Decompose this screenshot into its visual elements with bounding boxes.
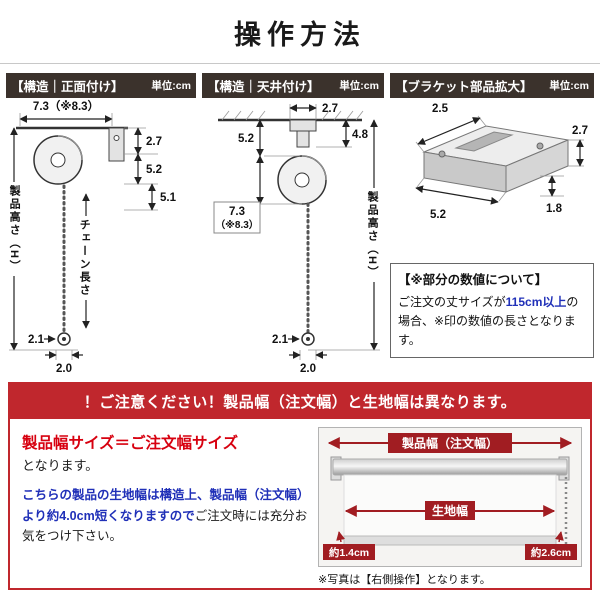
roller-end-view [277,155,327,205]
panel-ceiling-mount: 【構造｜天井付け】 単位:cm [202,73,384,381]
product-width-text: 製品幅（注文幅） [401,436,498,451]
panel-title-front-mount: 【構造｜正面付け】 [11,80,124,94]
diagram-panels: 【構造｜正面付け】 単位:cm 7.3（※8.3） [0,64,600,381]
caution-body: 製品幅サイズ＝ご注文幅サイズ となります。 こちらの製品の生地幅は構造上、製品幅… [10,419,590,587]
chain-weight [57,332,71,346]
note-box: 【※部分の数値について】 ご注文の丈サイズが115cm以上の場合、※印の数値の長… [390,263,594,359]
roller-end-view [33,135,83,185]
dim-label-2-7: 2.7 [322,103,338,115]
product-height-label: 製品高さ（H） [365,188,380,282]
caution-header: ！ご注意ください！製品幅（注文幅）と生地幅は異なります。 [10,384,590,419]
fabric-width-text: 生地幅 [432,503,468,518]
caution-body-black: ご注文時には充分お気をつけ下さい。 [22,508,308,544]
dim-label-2-0: 2.0 [56,363,72,375]
note-text-2: の場合、※印の数値の長さとなります。 [398,295,579,347]
caution-lead: 製品幅サイズ＝ご注文幅サイズ となります。 [22,431,310,475]
dim-label-2-1: 2.1 [272,334,289,346]
left-gap-label: 約1.4cm [323,531,375,560]
dim-label-5-1: 5.1 [160,192,177,204]
ceiling-bracket [289,119,317,148]
right-gap-text: 約2.6cm [531,546,571,559]
panel-unit-ceiling-mount: 単位:cm [339,80,379,92]
caution-text: 製品幅サイズ＝ご注文幅サイズ となります。 こちらの製品の生地幅は構造上、製品幅… [22,427,310,587]
dim-label-2-1: 2.1 [28,334,45,346]
panel-unit-front-mount: 単位:cm [151,80,191,92]
panel-header-front-mount: 【構造｜正面付け】 単位:cm [6,73,196,98]
dim-label-2-5: 2.5 [432,103,449,115]
ceiling-surface [218,110,364,122]
dim-label-5-2: 5.2 [430,209,446,221]
product-height-label: 製品高さ（H） [7,182,22,276]
dim-label-4-8: 4.8 [352,129,369,141]
panel-header-bracket: 【ブラケット部品拡大】 単位:cm [390,73,594,98]
dim-label-2-7: 2.7 [572,125,588,137]
depth-dim-box: 7.3 （※8.3） [213,201,261,234]
ceiling-mount-diagram: 2.7 4.8 5.2 [202,98,384,381]
headrail-and-bracket [16,126,128,162]
chain-weight [301,332,315,346]
product-width-label: 製品幅（注文幅） [388,433,512,453]
note-text-1: ご注文の丈サイズが [398,295,506,310]
panel-unit-bracket: 単位:cm [549,80,589,92]
dim-label-5-2: 5.2 [146,164,162,176]
caution-lead-red: 製品幅サイズ＝ご注文幅サイズ [22,435,239,452]
panel-header-ceiling-mount: 【構造｜天井付け】 単位:cm [202,73,384,98]
fabric-width-label: 生地幅 [425,501,475,520]
caution-body-blue: こちらの製品の生地幅は構造上、製品幅（注文幅）より約4.0cm短くなりますので [22,488,310,523]
product-photo: 製品幅（注文幅） 生地幅 [318,427,582,567]
dim-label-depth: 7.3（※8.3） [33,99,99,113]
bracket-part [422,125,570,193]
page-title: 操作方法 [234,20,366,50]
dim-label-2-0: 2.0 [300,363,316,375]
dim-label-2-7: 2.7 [146,136,162,148]
photo-wrap: 製品幅（注文幅） 生地幅 [318,427,582,587]
right-gap-label: 約2.6cm [525,531,577,560]
bracket-diagram: 2.5 2.7 5.2 1.8 [390,98,594,253]
chain-length-label: チェーン長さ [77,216,92,300]
panel-title-bracket: 【ブラケット部品拡大】 [395,80,533,94]
dim-label-1-8: 1.8 [546,203,563,215]
caution-section: ！ご注意ください！製品幅（注文幅）と生地幅は異なります。 製品幅サイズ＝ご注文幅… [8,382,592,590]
panel-title-ceiling-mount: 【構造｜天井付け】 [207,80,320,94]
title-divider [0,63,600,64]
bracket-svg: 2.5 2.7 5.2 1.8 [415,103,588,221]
left-gap-text: 約1.4cm [329,546,369,559]
ceiling-mount-svg: 2.7 4.8 5.2 [213,103,380,375]
caution-paragraph: こちらの製品の生地幅は構造上、製品幅（注文幅）より約4.0cm短くなりますのでご… [22,485,310,547]
panel-bracket: 【ブラケット部品拡大】 単位:cm [390,73,594,381]
dim-label-5-2: 5.2 [238,133,254,145]
panel-front-mount: 【構造｜正面付け】 単位:cm 7.3（※8.3） [6,73,196,381]
front-mount-svg: 7.3（※8.3） [9,99,177,375]
dim-label-depth-2: （※8.3） [215,218,259,231]
caution-lead-black: となります。 [22,458,99,473]
front-mount-diagram: 7.3（※8.3） [6,98,196,381]
photo-note: ※写真は【右側操作】となります。 [318,574,491,586]
note-text-highlight: 115cm以上 [505,295,567,310]
dim-label-depth-1: 7.3 [229,206,245,218]
product-photo-svg: 製品幅（注文幅） 生地幅 [319,428,581,566]
note-title: 【※部分の数値について】 [398,273,548,287]
